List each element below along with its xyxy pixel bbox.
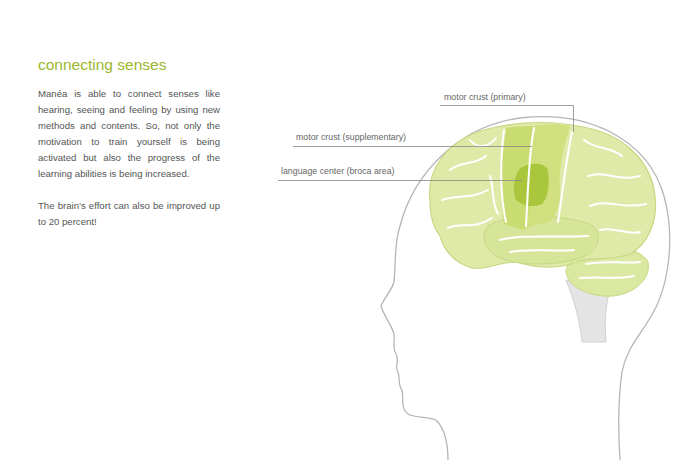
head-outline xyxy=(381,117,670,460)
callout-label: motor crust (primary) xyxy=(443,92,527,102)
broca-area xyxy=(514,164,549,206)
callout-label: motor crust (supplementary) xyxy=(295,132,407,142)
gyri-lines xyxy=(442,128,646,278)
page-title: connecting senses xyxy=(38,56,166,74)
callout-label: language center (broca area) xyxy=(280,166,395,176)
cerebrum xyxy=(430,123,656,269)
leader-lines xyxy=(278,106,574,181)
body-paragraph: The brain’s effort can also be improved … xyxy=(38,198,220,230)
body-paragraph: Manéa is able to connect senses like hea… xyxy=(38,86,220,182)
